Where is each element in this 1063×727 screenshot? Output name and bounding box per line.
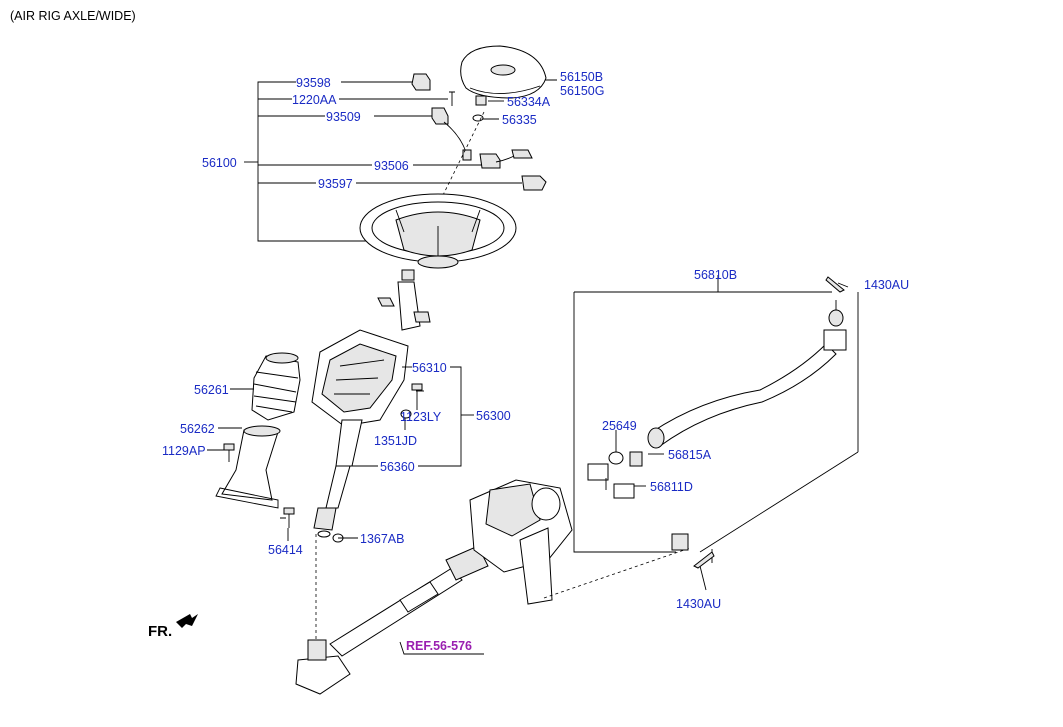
label-56100[interactable]: 56100 bbox=[202, 156, 237, 170]
label-56414[interactable]: 56414 bbox=[268, 543, 303, 557]
label-93597[interactable]: 93597 bbox=[318, 177, 353, 191]
label-1123LY[interactable]: 1123LY bbox=[400, 410, 442, 424]
steering-column bbox=[207, 269, 474, 642]
label-56310[interactable]: 56310 bbox=[412, 361, 447, 375]
label-93509[interactable]: 93509 bbox=[326, 110, 361, 124]
label-56334A[interactable]: 56334A bbox=[507, 95, 551, 109]
lower-shaft-gearbox bbox=[295, 479, 691, 695]
drag-link-group bbox=[573, 275, 859, 591]
front-arrow bbox=[176, 614, 198, 628]
label-56360[interactable]: 56360 bbox=[380, 460, 415, 474]
label-1367AB[interactable]: 1367AB bbox=[360, 532, 404, 546]
horn-contact-93509 bbox=[431, 107, 449, 125]
column-boot bbox=[251, 352, 301, 421]
label-93506[interactable]: 93506 bbox=[374, 159, 409, 173]
front-label: FR. bbox=[148, 623, 172, 640]
label-93598[interactable]: 93598 bbox=[296, 76, 331, 90]
steering-wheel bbox=[359, 193, 517, 269]
label-56815A[interactable]: 56815A bbox=[668, 448, 712, 462]
label-56261[interactable]: 56261 bbox=[194, 383, 229, 397]
label-1129AP[interactable]: 1129AP bbox=[162, 444, 206, 458]
label-25649[interactable]: 25649 bbox=[602, 419, 637, 433]
label-56150G[interactable]: 56150G bbox=[560, 84, 604, 98]
label-56262[interactable]: 56262 bbox=[180, 422, 215, 436]
column-cover bbox=[215, 425, 281, 509]
airbag-cover bbox=[460, 45, 547, 99]
clip-93597 bbox=[521, 175, 547, 191]
clip-93598 bbox=[411, 73, 431, 91]
label-56335[interactable]: 56335 bbox=[502, 113, 537, 127]
ref-link[interactable]: REF.56-576 bbox=[406, 639, 472, 653]
label-1220AA[interactable]: 1220AA bbox=[292, 93, 337, 107]
label-56810B[interactable]: 56810B bbox=[694, 268, 737, 282]
label-56811D[interactable]: 56811D bbox=[650, 480, 693, 494]
diagram-header: (AIR RIG AXLE/WIDE) bbox=[10, 9, 136, 23]
label-1430AU-top[interactable]: 1430AU bbox=[864, 278, 909, 292]
label-1351JD[interactable]: 1351JD bbox=[374, 434, 417, 448]
label-56150B[interactable]: 56150B bbox=[560, 70, 603, 84]
bolt-1220AA bbox=[449, 91, 455, 106]
label-56300[interactable]: 56300 bbox=[476, 409, 511, 423]
steering-gear-box bbox=[469, 479, 573, 605]
part-labels: 93598 1220AA 93509 56100 93506 93597 561… bbox=[148, 70, 909, 653]
nut-56334A bbox=[475, 95, 487, 106]
steering-wheel-group bbox=[244, 45, 557, 269]
harness-93506 bbox=[479, 153, 501, 169]
washer-56335 bbox=[472, 114, 484, 122]
label-1430AU-bottom[interactable]: 1430AU bbox=[676, 597, 721, 611]
